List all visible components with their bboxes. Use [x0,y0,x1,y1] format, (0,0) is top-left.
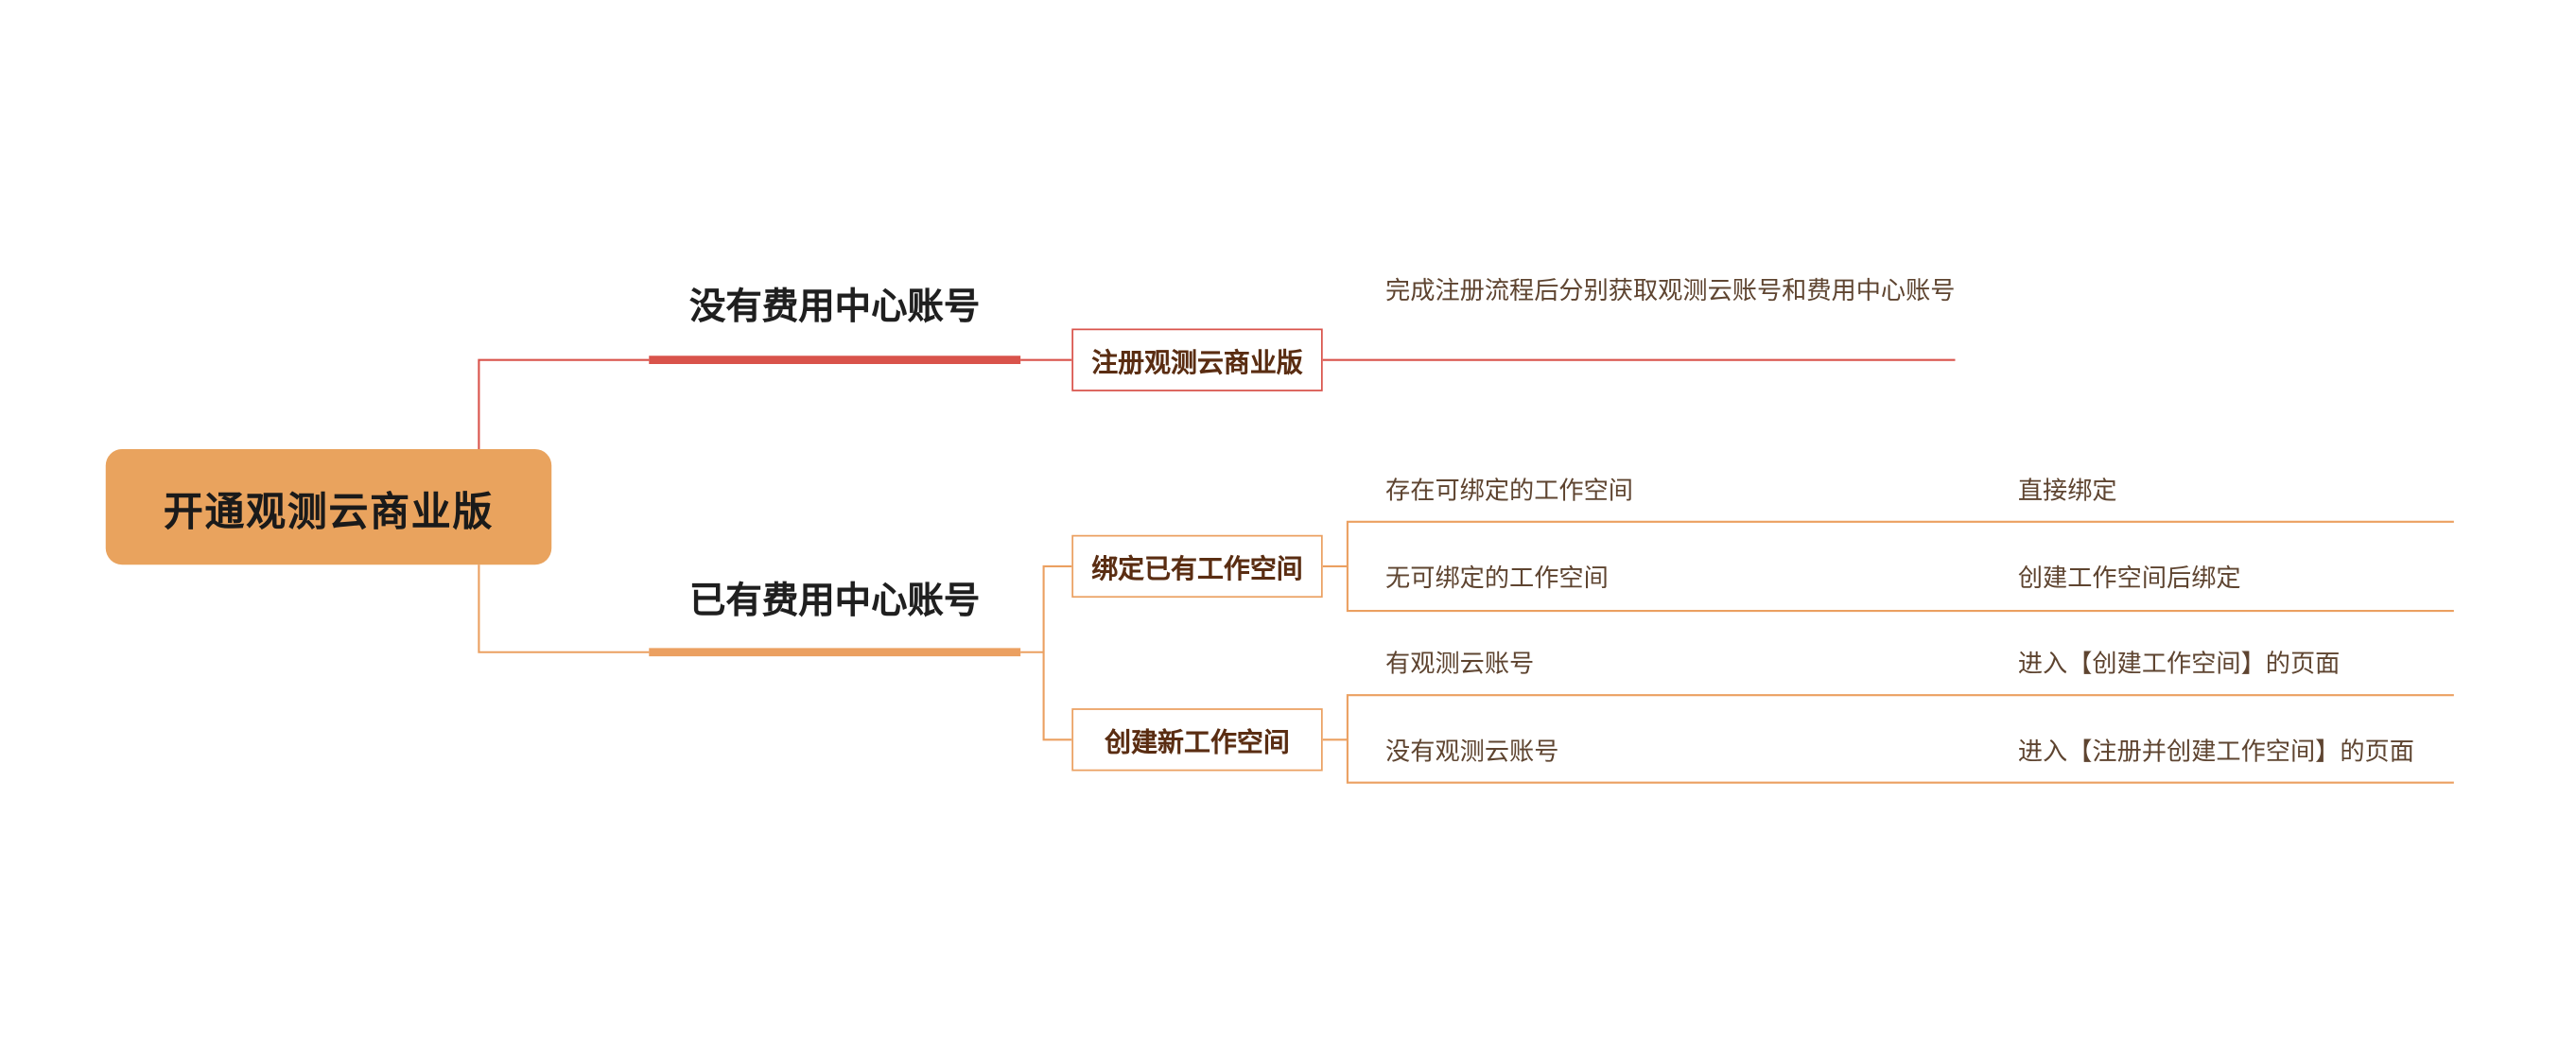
node-bind-existing-workspace[interactable]: 绑定已有工作空间 [1071,534,1323,599]
node-create-new-workspace[interactable]: 创建新工作空间 [1071,708,1323,772]
leaf-go-register-create-page[interactable]: 进入【注册并创建工作空间】的页面 [2017,736,2414,767]
leaf-bind-directly[interactable]: 直接绑定 [2017,475,2117,506]
leaf-go-create-workspace-page[interactable]: 进入【创建工作空间】的页面 [2017,649,2341,679]
connector-root-branch-1 [478,358,650,449]
node-create-new-workspace-label: 创建新工作空间 [1105,726,1290,758]
node-bind-existing-workspace-label: 绑定已有工作空间 [1091,552,1303,585]
connector-root-branch-2 [478,564,650,653]
root-node[interactable]: 开通观测云商业版 [105,448,552,565]
connector-bind-leaves [1346,520,2454,613]
leaf-register-result[interactable]: 完成注册流程后分别获取观测云账号和费用中心账号 [1385,275,1956,306]
leaf-create-then-bind[interactable]: 创建工作空间后绑定 [2017,563,2241,593]
leaf-bindable-exists[interactable]: 存在可绑定的工作空间 [1385,475,1634,506]
branch-has-billing-account[interactable]: 已有费用中心账号 [689,581,981,623]
branch-no-billing-account[interactable]: 没有费用中心账号 [689,286,981,329]
node-register-commercial-label: 注册观测云商业版 [1091,346,1303,378]
connector-fork-bind [1042,564,1072,741]
node-register-commercial[interactable]: 注册观测云商业版 [1071,328,1323,391]
leaf-has-guance-account[interactable]: 有观测云账号 [1385,649,1535,679]
root-label: 开通观测云商业版 [163,488,495,534]
leaf-no-guance-account[interactable]: 没有观测云账号 [1385,736,1559,767]
connector-create-leaves [1346,694,2454,784]
leaf-no-bindable[interactable]: 无可绑定的工作空间 [1385,563,1609,593]
